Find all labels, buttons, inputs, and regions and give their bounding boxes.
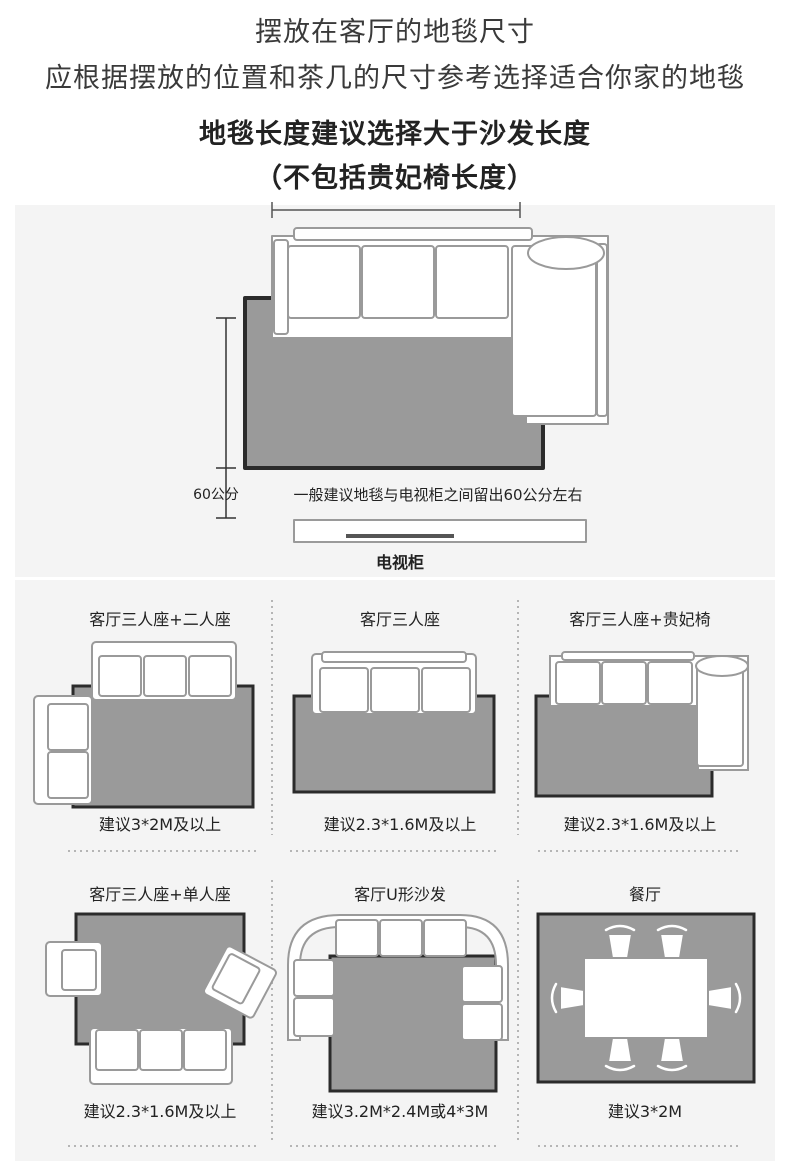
size-recommendation: 建议3*2M及以上 — [99, 815, 221, 834]
sofa-seat — [139, 1029, 183, 1071]
layout-title: 餐厅 — [629, 885, 661, 904]
sofa-seat — [293, 959, 335, 997]
dining-chair — [559, 984, 585, 1012]
distance-note: 一般建议地毯与电视柜之间留出60公分左右 — [293, 486, 582, 504]
layout-title: 客厅U形沙发 — [354, 885, 446, 904]
chaise-seat — [511, 245, 597, 417]
size-recommendation: 建议3.2M*2.4M或4*3M — [312, 1102, 489, 1121]
layout-cell-6: 餐厅 建议3*2M — [536, 885, 756, 1121]
layout-cell-4: 客厅三人座+单人座 建议2.3*1.6M及以上 — [45, 885, 277, 1121]
size-recommendation: 建议2.3*1.6M及以上 — [564, 815, 717, 834]
dining-chair — [658, 1037, 686, 1063]
layout-cell-3: 客厅三人座+贵妃椅 建议2.3*1.6M及以上 — [534, 610, 749, 834]
sofa-seat — [47, 751, 89, 799]
tv-cabinet-label: 电视柜 — [376, 553, 424, 572]
rug — [71, 684, 255, 809]
heading-line-2: 应根据摆放的位置和茶几的尺寸参考选择适合你家的地毯 — [45, 63, 745, 94]
size-recommendation: 建议2.3*1.6M及以上 — [324, 815, 477, 834]
sofa-seat — [47, 703, 89, 751]
sofa-seat — [555, 661, 601, 705]
grid-separators — [68, 600, 742, 1147]
sofa-seat — [319, 667, 369, 713]
dining-chair — [606, 1037, 634, 1063]
chaise-seat — [696, 661, 744, 767]
sofa-seat — [183, 1029, 227, 1071]
sofa-seat — [647, 661, 693, 705]
sofa-seat — [188, 655, 232, 697]
cushion — [527, 236, 605, 270]
sofa-seat — [379, 919, 423, 957]
dining-chair — [707, 984, 733, 1012]
sofa-seat — [287, 245, 361, 319]
rug — [534, 694, 714, 798]
sofa-seat — [335, 919, 379, 957]
size-recommendation: 建议3*2M — [608, 1102, 682, 1121]
sofa-seat — [95, 1029, 139, 1071]
dining-table — [583, 957, 709, 1039]
layout-cell-1: 客厅三人座+二人座 建议3*2M及以上 — [33, 610, 255, 834]
heading-line-3: 地毯长度建议选择大于沙发长度 — [199, 119, 591, 150]
u-sofa-frame — [287, 914, 509, 1041]
sofa-seat — [98, 655, 142, 697]
sofa-seat — [143, 655, 187, 697]
heading-line-1: 摆放在客厅的地毯尺寸 — [255, 17, 535, 48]
tv-screen — [346, 534, 454, 538]
sofa-seat — [601, 661, 647, 705]
distance-label: 60公分 — [193, 487, 239, 503]
layout-cell-2: 客厅三人座 建议2.3*1.6M及以上 — [292, 610, 496, 834]
sofa-seat — [461, 1003, 503, 1041]
layout-cell-5: 客厅U形沙发 建议3.2M*2.4M或4*3M — [287, 885, 509, 1121]
tv-cabinet — [293, 519, 587, 543]
sofa-seat — [370, 667, 420, 713]
sofa-seat — [435, 245, 509, 319]
sofa-seat — [293, 997, 335, 1037]
layout-title: 客厅三人座+贵妃椅 — [569, 610, 710, 629]
layout-title: 客厅三人座 — [360, 610, 440, 629]
dining-chair — [606, 933, 634, 959]
sofa-seat — [421, 667, 471, 713]
layout-title: 客厅三人座+单人座 — [89, 885, 230, 904]
sofa-seat — [423, 919, 467, 957]
main-layout-diagram: 60公分 一般建议地毯与电视柜之间留出60公分左右 电视柜 — [193, 202, 609, 572]
sofa-seat — [361, 245, 435, 319]
size-recommendation: 建议2.3*1.6M及以上 — [84, 1102, 237, 1121]
dining-chair — [658, 933, 686, 959]
sofa-seat — [461, 965, 503, 1003]
heading-line-4: （不包括贵妃椅长度） — [255, 163, 535, 194]
layout-title: 客厅三人座+二人座 — [89, 610, 230, 629]
